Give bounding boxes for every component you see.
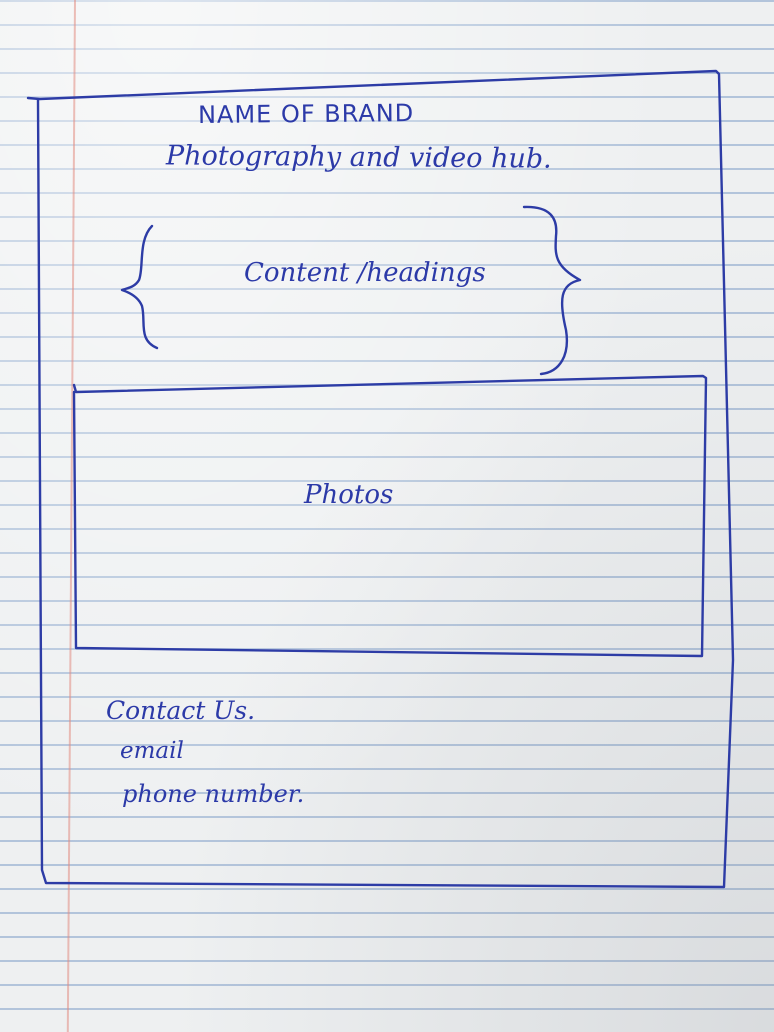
contact-email-label: email	[120, 738, 184, 764]
photos-placeholder-label: Photos	[304, 480, 394, 510]
contact-phone-label: phone number.	[122, 780, 305, 808]
brace-right	[522, 205, 582, 376]
content-headings-placeholder: Content /headings	[244, 258, 486, 288]
photos-box	[72, 374, 708, 658]
page-outline	[26, 69, 735, 889]
brand-tagline: Photography and video hub.	[165, 140, 552, 175]
brand-name: NAME OF BRAND	[197, 99, 415, 129]
brace-left	[120, 224, 159, 350]
contact-us-title: Contact Us.	[106, 696, 256, 725]
